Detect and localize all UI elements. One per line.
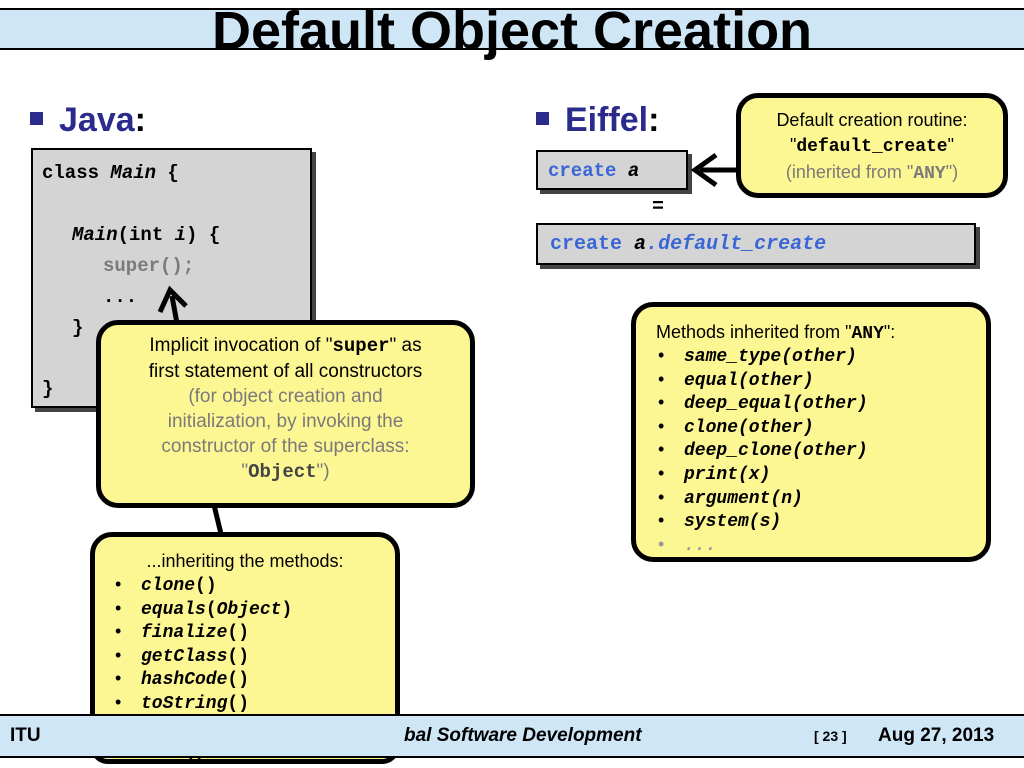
bullet-icon: • [115, 574, 122, 594]
title-bar [0, 8, 1024, 50]
callout-super-gray3: constructor of the superclass: [161, 436, 410, 457]
callout-super-line2: first statement of all constructors [148, 361, 423, 382]
bullet-icon: • [658, 486, 665, 507]
code-line-close-inner: } [72, 317, 84, 339]
callout-default-routine: "default_create" [789, 135, 954, 157]
any-method-item: •... [658, 533, 717, 556]
callout-default-line1: Default creation routine: [776, 110, 968, 130]
code-line-close-outer: } [42, 378, 54, 400]
any-method-item: •same_type(other) [658, 345, 857, 367]
eiffel-create-box: create a [536, 150, 688, 190]
callout-methods-header: ...inheriting the methods: [146, 551, 344, 571]
callout-super-object: "Object") [241, 461, 330, 483]
bullet-icon: • [658, 368, 665, 389]
bullet-icon: • [115, 644, 122, 665]
footer-bar [0, 714, 1024, 758]
bullet-icon: • [658, 462, 665, 483]
slide-title: Default Object Creation [211, 1, 813, 61]
callout-default-create: Default creation routine: "default_creat… [736, 93, 1008, 198]
eiffel-default-create-box: create a.default_create [536, 223, 976, 265]
bullet-icon: • [658, 533, 665, 554]
bullet-icon: • [115, 691, 122, 712]
bullet-icon: • [115, 597, 122, 618]
bullet-icon: • [658, 392, 665, 413]
bullet-icon: • [658, 345, 665, 365]
method-name: finalize [141, 623, 228, 644]
java-method-item: •hashCode() [115, 668, 250, 691]
bullet-icon: • [115, 621, 122, 642]
callout-super-gray2: initialization, by invoking the [167, 411, 404, 432]
method-name: toString [141, 693, 228, 714]
eiffel-header-label: Eiffel [565, 101, 649, 139]
footer-left: ITU [10, 725, 41, 746]
footer-date: Aug 27, 2013 [878, 725, 995, 746]
create-keyword: create [548, 160, 617, 182]
code-line-super: super(); [103, 255, 195, 277]
java-method-item: •equals(Object) [115, 597, 293, 620]
footer-center: bal Software Development [404, 725, 642, 746]
code-line-2: Main(int i) { [72, 224, 221, 246]
java-method-item: •toString() [115, 691, 250, 714]
java-method-item: •getClass() [115, 644, 250, 667]
square-bullet-icon [30, 111, 43, 125]
square-bullet-icon [536, 111, 549, 125]
eiffel-header: Eiffel: [536, 101, 659, 140]
var-a: a [627, 160, 640, 182]
any-method-item: •clone(other) [658, 415, 814, 438]
eiffel-colon: : [648, 101, 660, 139]
method-name: equals [141, 599, 206, 620]
bullet-icon: • [658, 510, 665, 531]
any-method-item: •print(x) [658, 462, 771, 485]
java-header-label: Java [59, 101, 135, 139]
callout-implicit-super: Implicit invocation of "super" as first … [96, 320, 475, 508]
callout-super-gray1: (for object creation and [188, 386, 383, 407]
method-name: hashCode [141, 670, 228, 691]
equals-sign: = [652, 196, 665, 219]
callout-default-inherited: (inherited from "ANY") [785, 162, 959, 184]
java-method-item: •clone() [115, 574, 217, 596]
arrow-left-icon [690, 152, 738, 188]
any-method-item: •deep_equal(other) [658, 392, 868, 415]
bullet-icon: • [658, 415, 665, 436]
code-line-dots: ... [103, 286, 138, 308]
any-method-item: •argument(n) [658, 486, 803, 509]
code-line-1: class Main { [42, 162, 179, 184]
any-method-item: •deep_clone(other) [658, 439, 868, 462]
footer-page-number: [ 23 ] [814, 728, 847, 744]
bullet-icon: • [658, 439, 665, 460]
bullet-icon: • [115, 668, 122, 689]
any-method-item: •equal(other) [658, 368, 814, 391]
callout-any-header: Methods inherited from "ANY": [656, 322, 896, 344]
java-method-item: •finalize() [115, 621, 250, 644]
any-method-item: •system(s) [658, 510, 782, 533]
method-name: clone [141, 576, 196, 596]
callout-any-methods: Methods inherited from "ANY": •same_type… [631, 302, 991, 562]
java-header: Java: [30, 101, 146, 140]
java-colon: : [134, 101, 146, 139]
method-name: getClass [141, 646, 228, 667]
any-methods-list: •same_type(other)•equal(other)•deep_equa… [658, 345, 868, 557]
callout-super-line1: Implicit invocation of "super" as [149, 335, 422, 357]
